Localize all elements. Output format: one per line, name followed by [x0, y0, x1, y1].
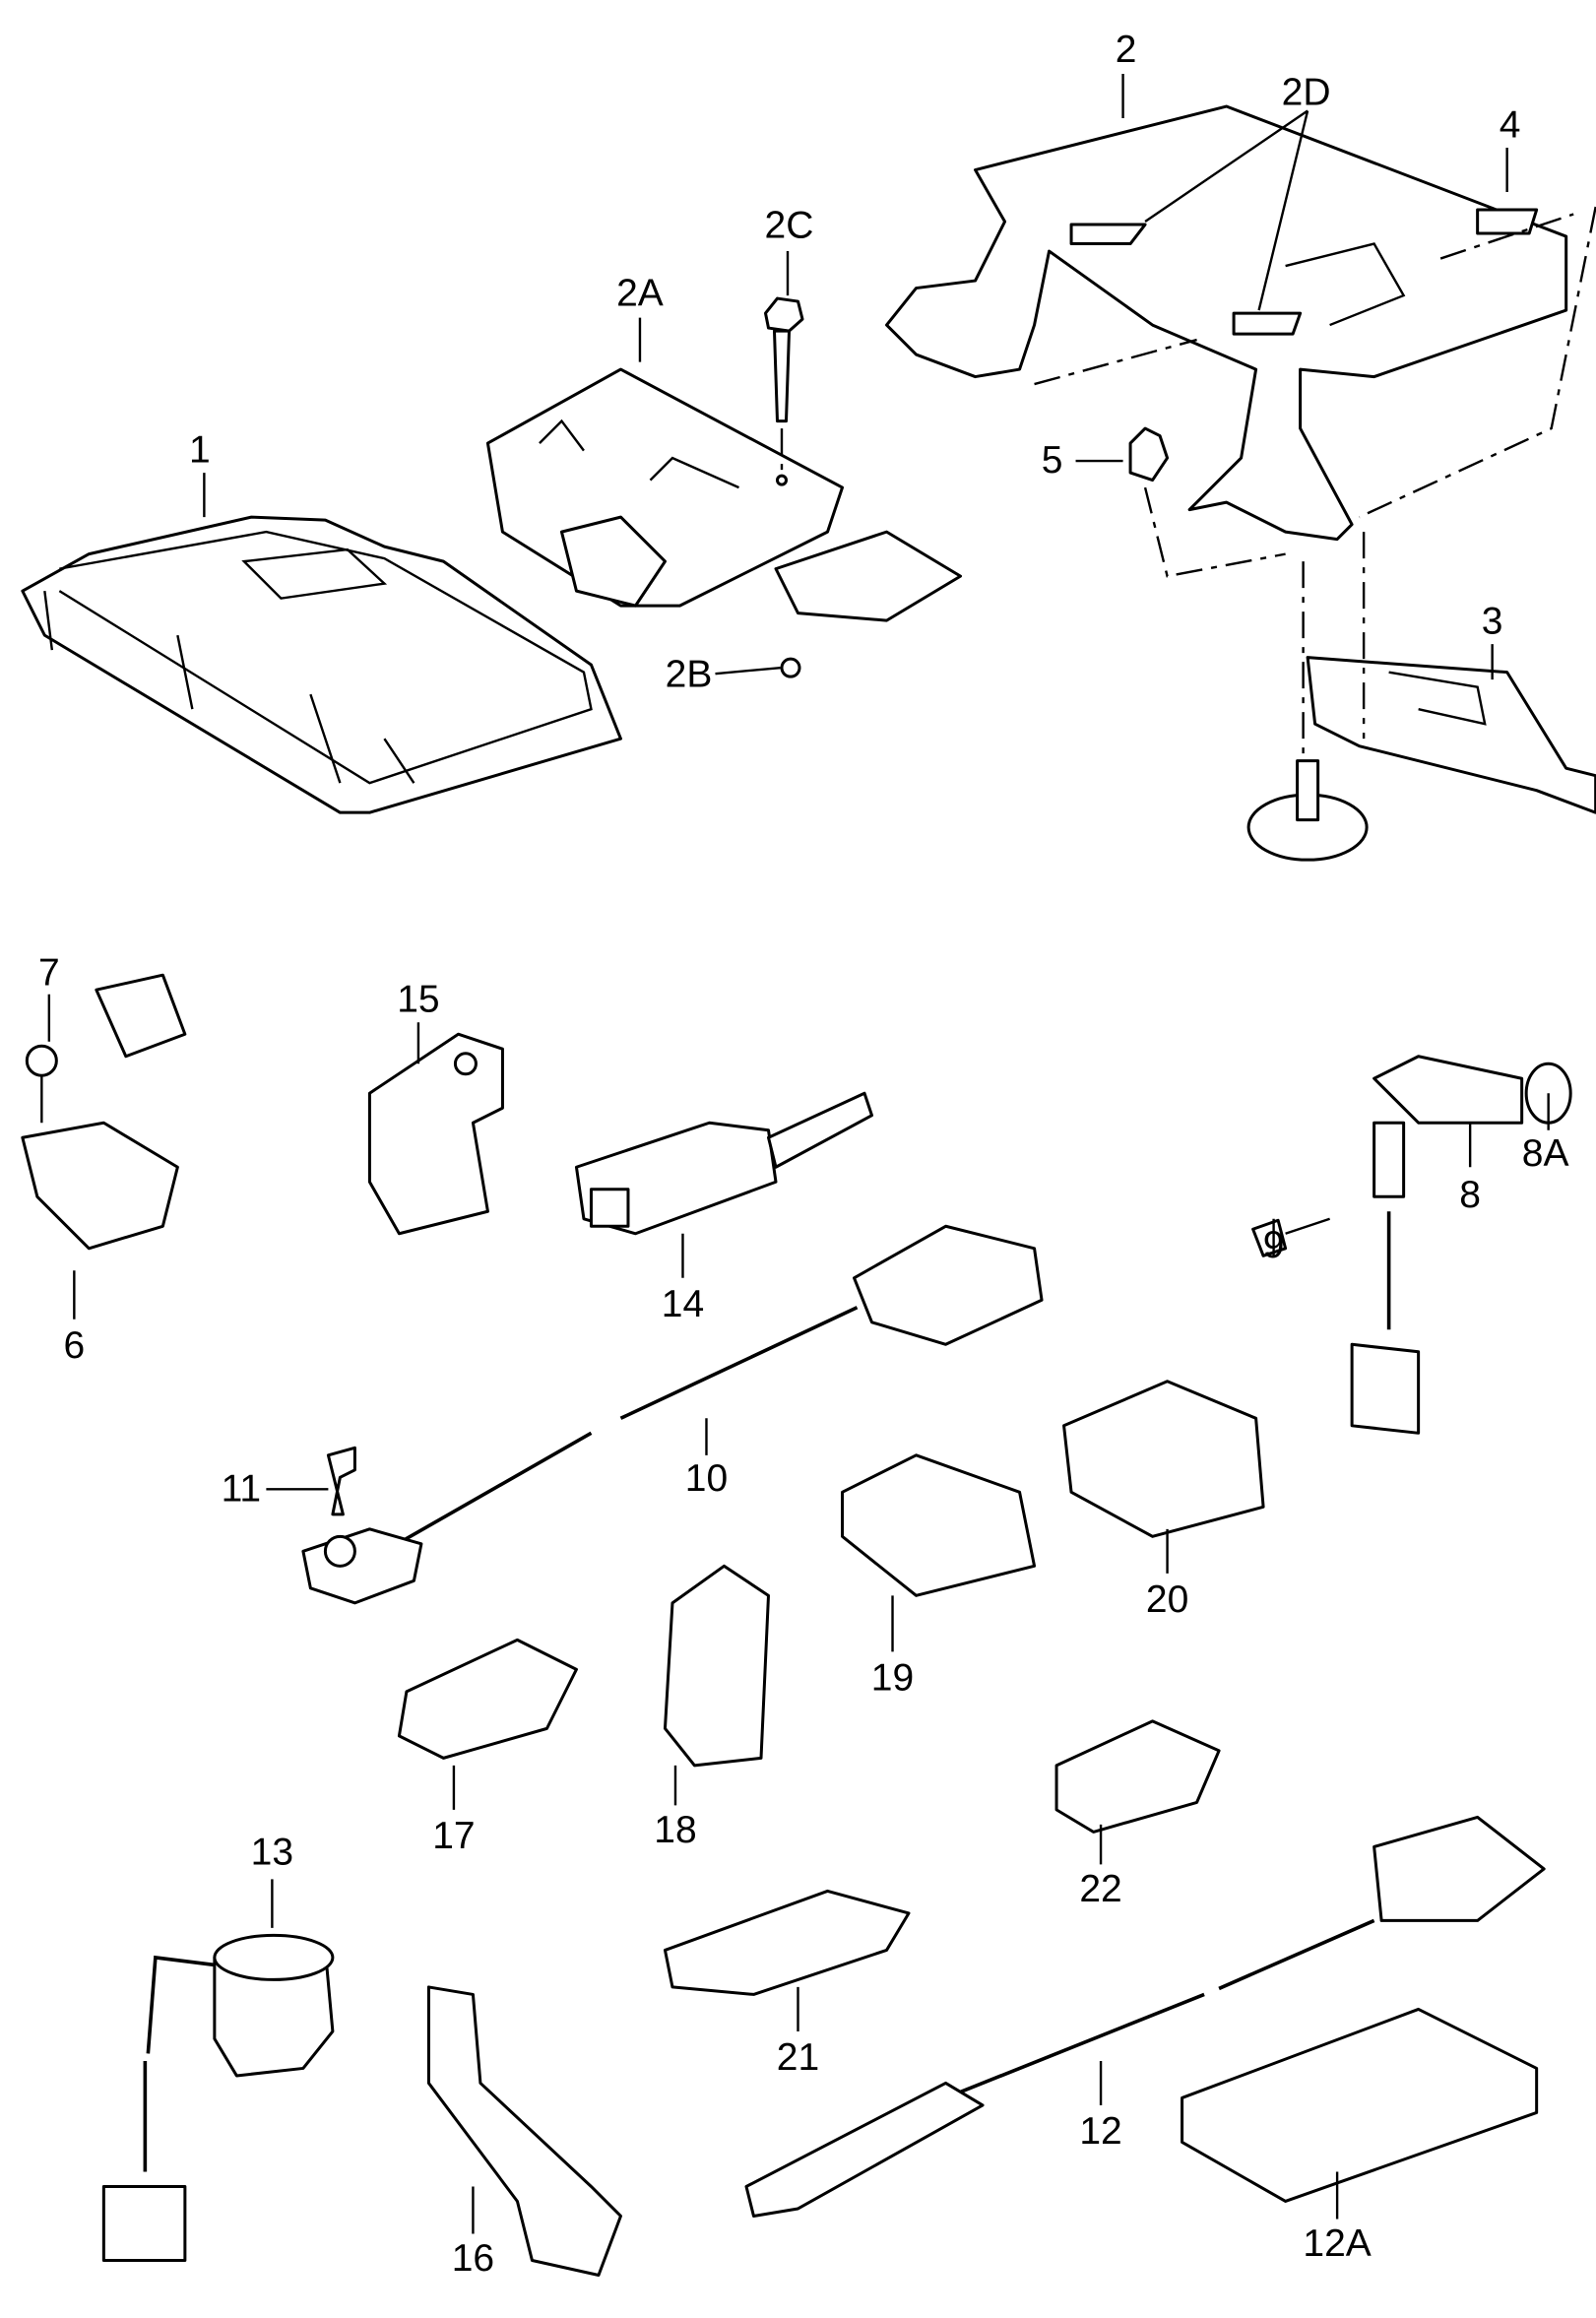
callout-20: 20 — [1146, 1578, 1188, 1621]
callout-15: 15 — [397, 979, 439, 1021]
part-1-control-unit — [21, 515, 622, 814]
callout-19: 19 — [871, 1656, 914, 1699]
callout-6: 6 — [63, 1324, 85, 1367]
callout-5: 5 — [1042, 439, 1063, 482]
callout-8: 8 — [1459, 1174, 1481, 1216]
clips-17-22 — [397, 1380, 1265, 1996]
part-2C-bolt — [763, 296, 804, 486]
callout-2A: 2A — [616, 273, 664, 315]
callout-9: 9 — [1263, 1224, 1285, 1266]
callout-11: 11 — [222, 1467, 261, 1510]
part-14-switch — [574, 1091, 874, 1236]
part-16-bracket — [426, 1985, 622, 2277]
callout-2D: 2D — [1282, 72, 1331, 114]
callout-21: 21 — [777, 2036, 819, 2079]
callout-13: 13 — [251, 1831, 293, 1873]
callout-2: 2 — [1116, 29, 1137, 71]
part-10-knock-sensor — [301, 1224, 1044, 1605]
callout-22: 22 — [1079, 1868, 1121, 1910]
leader-lines — [47, 74, 1550, 2234]
callout-4: 4 — [1500, 104, 1521, 147]
callout-1: 1 — [189, 429, 211, 472]
callout-18: 18 — [654, 1809, 696, 1851]
callout-14: 14 — [662, 1283, 704, 1325]
callout-16: 16 — [452, 2237, 494, 2280]
callout-10: 10 — [685, 1457, 728, 1500]
part-6-sensor — [21, 973, 187, 1251]
callouts: 1 2 2A 2B 2C 2D 3 4 5 6 7 8 8A 9 10 11 1… — [38, 29, 1569, 2280]
part-5-nut — [1128, 426, 1286, 578]
part-2-carrier — [885, 104, 1596, 542]
callout-12A: 12A — [1303, 2222, 1371, 2265]
part-3-mount — [1246, 532, 1596, 862]
callout-8A: 8A — [1522, 1132, 1569, 1175]
part-8-speed-sensor — [1251, 1055, 1572, 1435]
part-2A-bracket — [485, 367, 963, 678]
callout-17: 17 — [432, 1815, 475, 1857]
callout-2B: 2B — [666, 654, 713, 696]
part-12-oxygen-sensor — [744, 1815, 1546, 2218]
part-15-bracket — [367, 1032, 504, 1236]
callout-7: 7 — [38, 952, 60, 995]
part-13-valve — [101, 1933, 335, 2262]
callout-2C: 2C — [765, 205, 814, 247]
callout-3: 3 — [1482, 601, 1503, 643]
callout-12: 12 — [1079, 2110, 1121, 2153]
